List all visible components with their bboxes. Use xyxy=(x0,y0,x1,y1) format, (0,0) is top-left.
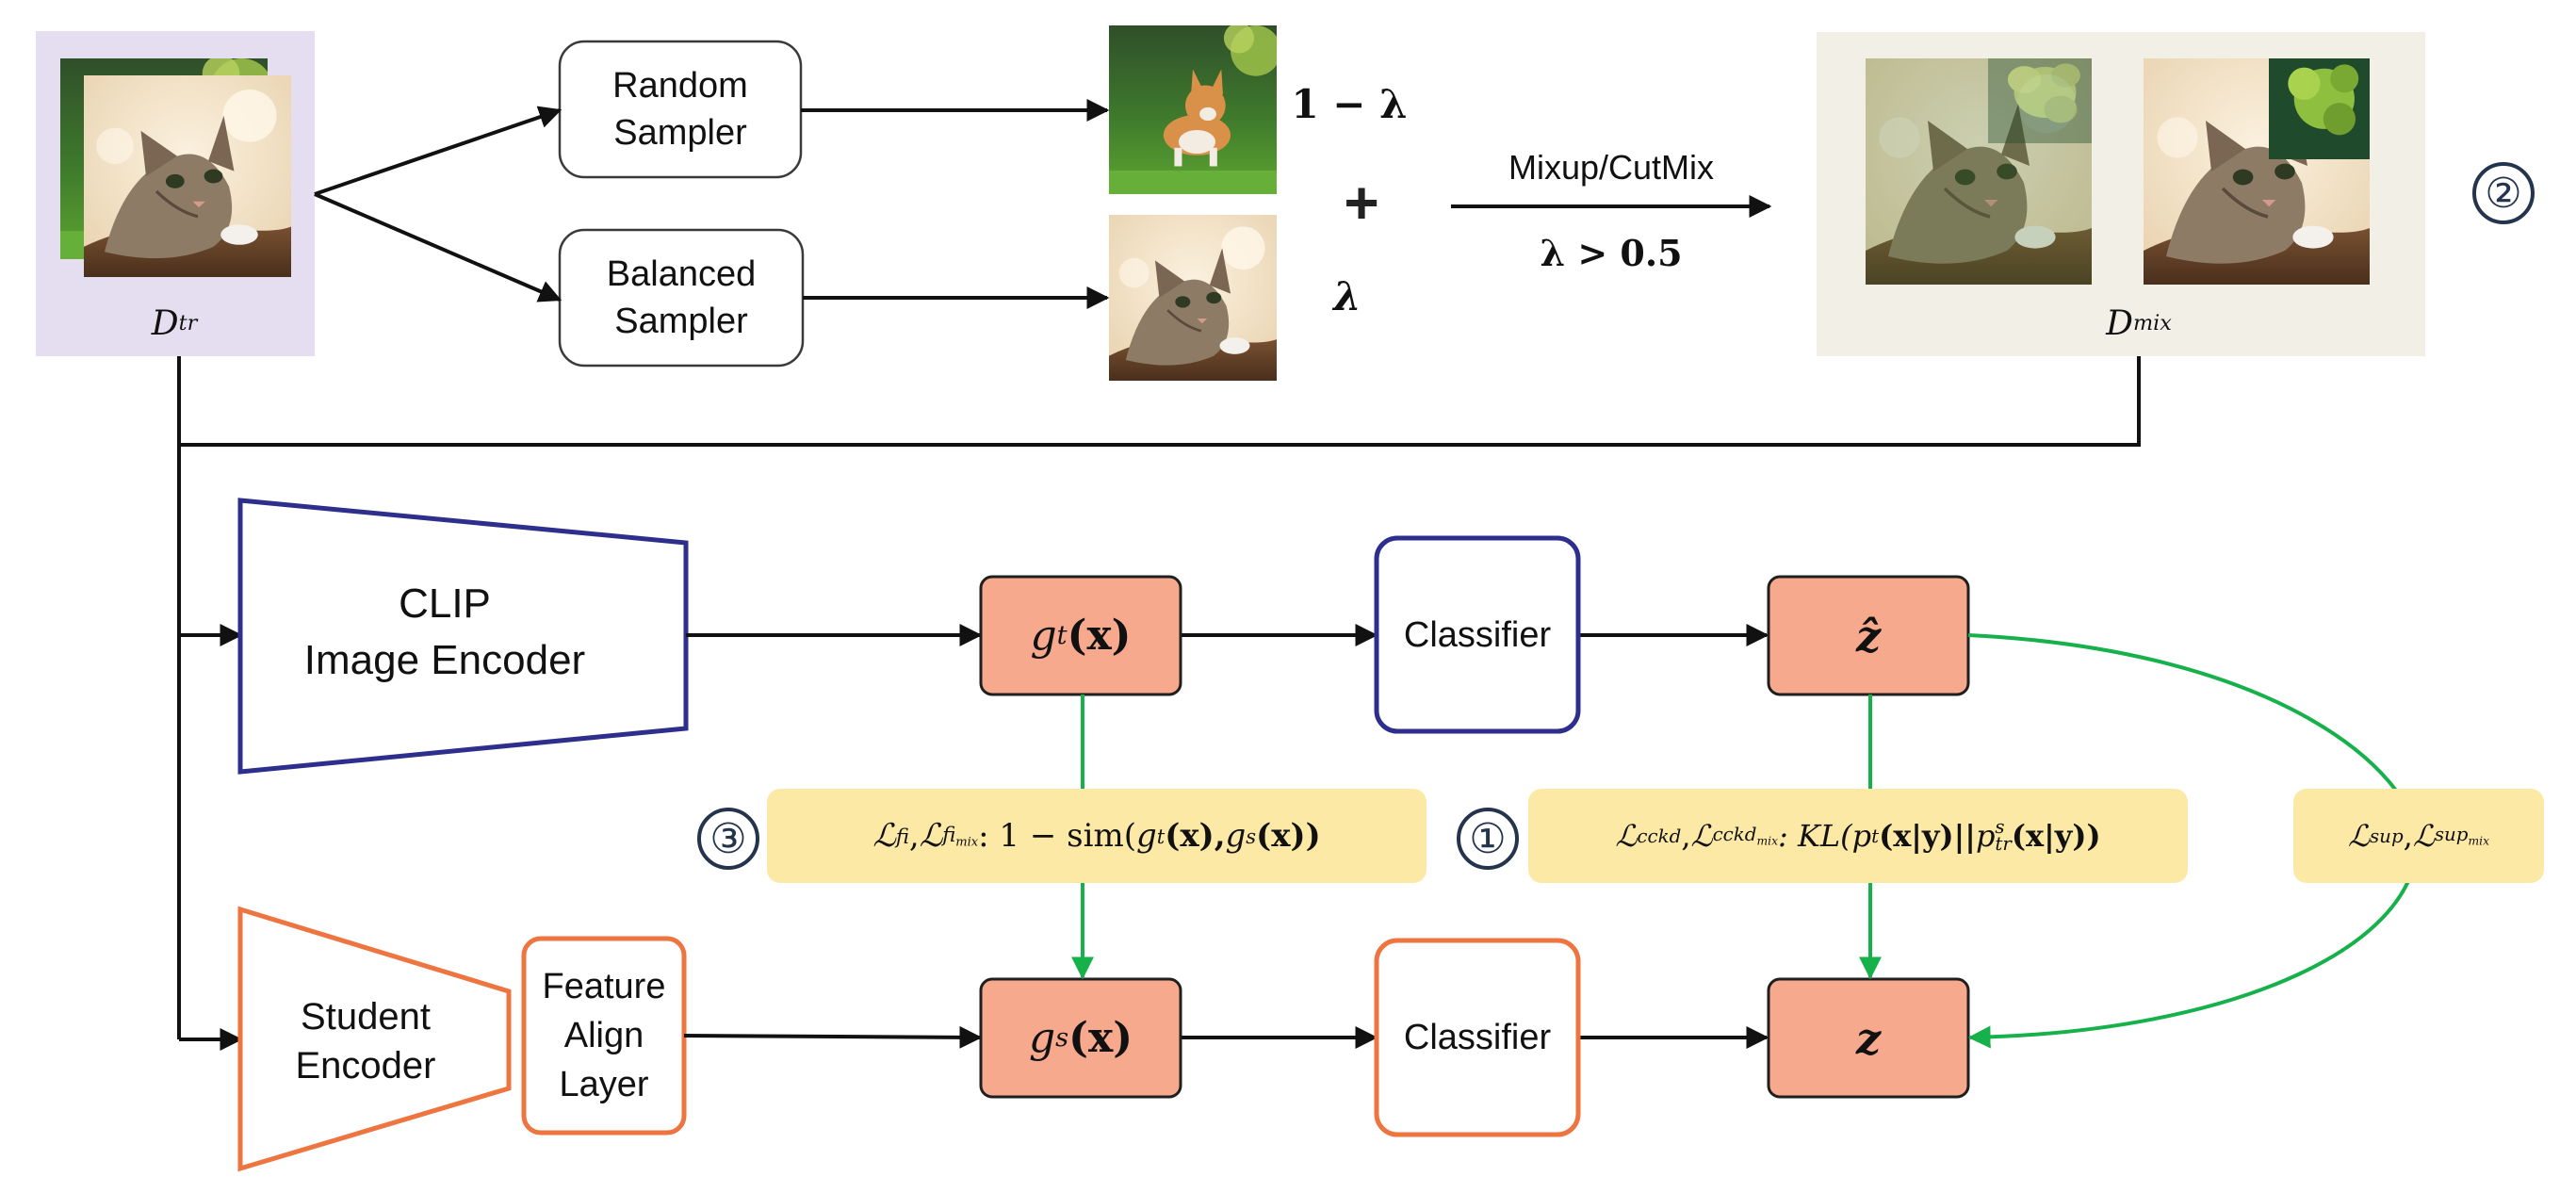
fi-mix-loss-sub-main: fi xyxy=(942,822,956,846)
fi-loss-sep: , xyxy=(908,817,920,855)
step-3-marker: ③ xyxy=(697,808,759,870)
clip-encoder-label: CLIP Image Encoder xyxy=(247,562,643,703)
teacher-feature-arg: (x) xyxy=(1067,612,1132,660)
teacher-feature-g: g xyxy=(1030,612,1057,660)
student-feature-g: g xyxy=(1028,1014,1056,1062)
cckd-mix-loss-subsub: mix xyxy=(1756,834,1779,848)
fi-loss-sub: fi xyxy=(895,824,909,848)
arrow-align-to-gs xyxy=(683,1025,983,1049)
random-sample-image xyxy=(1109,25,1277,194)
clip-encoder-line2: Image Encoder xyxy=(303,637,586,683)
cckd-loss-sep: , xyxy=(1681,818,1691,854)
fi-loss-expr-a: : 1 − sim( xyxy=(978,817,1136,855)
arrow-to-balanced-sampler xyxy=(314,192,562,302)
cckd-mix-loss-sub: cckdmix xyxy=(1713,824,1778,847)
cckd-mix-loss-sub-main: cckd xyxy=(1712,824,1757,846)
clip-encoder-shape xyxy=(237,498,689,775)
cckd-loss-ps-sub: tr xyxy=(1995,833,2012,855)
feature-align-line1: Feature xyxy=(542,967,666,1006)
feature-align-line2: Align xyxy=(563,1016,644,1055)
student-encoder-shape xyxy=(237,906,512,1172)
fi-loss-gt-sup: t xyxy=(1156,824,1166,848)
cckd-loss-pt-sup: t xyxy=(1871,825,1880,847)
mix-set-subscript: mix xyxy=(2132,311,2172,335)
data-flow-line xyxy=(179,356,2141,447)
balanced-sampler-line1: Balanced xyxy=(606,254,757,294)
one-minus-lambda-label: 1 − λ xyxy=(1291,80,1408,127)
balanced-sample-image xyxy=(1109,215,1277,381)
fi-mix-loss-sub: fimix xyxy=(942,823,978,850)
mixup-image xyxy=(1866,58,2092,285)
sup-loss-sub: sup xyxy=(2370,825,2404,847)
cckd-loss-end: (x|y)) xyxy=(2011,818,2101,854)
sup-mix-loss-subsub: mix xyxy=(2468,834,2490,848)
clip-encoder-line1: CLIP xyxy=(399,580,491,627)
student-feature-sup: s xyxy=(1055,1023,1069,1053)
fi-mix-loss-subsub: mix xyxy=(955,835,979,850)
fi-loss-gs-sup: s xyxy=(1246,824,1257,848)
mix-method-label: Mixup/CutMix xyxy=(1508,148,1715,187)
cckd-loss-expr-a: : KL( xyxy=(1778,818,1852,854)
balanced-sampler-line2: Sampler xyxy=(614,302,748,341)
teacher-logit-label: ẑ xyxy=(1855,610,1882,662)
sup-mix-loss-sub-main: sup xyxy=(2434,824,2469,846)
feature-align-line3: Layer xyxy=(559,1065,649,1104)
sup-mix-loss-symbol: ℒ xyxy=(2412,818,2435,854)
teacher-classifier-label: Classifier xyxy=(1403,614,1552,655)
student-classifier-label: Classifier xyxy=(1403,1018,1552,1057)
student-logit-label: z xyxy=(1855,1012,1882,1064)
student-classifier-box xyxy=(1374,938,1581,1137)
cckd-loss-mid: (x|y)|| xyxy=(1879,818,1976,854)
mix-condition-label: λ > 0.5 xyxy=(1540,231,1683,274)
arrow-to-random-sampler xyxy=(314,106,562,196)
student-encoder-label: Student Encoder xyxy=(262,980,469,1103)
student-encoder-line2: Encoder xyxy=(295,1045,436,1087)
train-image-cat-front xyxy=(84,75,291,277)
cutmix-image xyxy=(2144,58,2370,285)
teacher-feature-sup: t xyxy=(1056,621,1068,650)
student-feature-arg: (x) xyxy=(1068,1014,1133,1062)
step-2-marker: ② xyxy=(2472,162,2535,224)
teacher-classifier-box xyxy=(1374,535,1581,734)
lambda-label: λ xyxy=(1333,272,1361,319)
random-sampler-line2: Sampler xyxy=(613,113,747,153)
step-1-marker: ① xyxy=(1457,808,1519,870)
plus-sign: + xyxy=(1344,169,1379,237)
cckd-loss-ps-sup: s xyxy=(1995,816,2005,839)
fi-loss-x1: (x), xyxy=(1165,817,1226,855)
fi-loss-gs: g xyxy=(1225,817,1247,855)
random-sampler-line1: Random xyxy=(612,66,748,106)
cckd-loss-sub: cckd xyxy=(1637,825,1682,847)
random-sampler-label: Random Sampler xyxy=(560,41,801,177)
train-set-subscript: tr xyxy=(178,311,198,335)
student-encoder-line1: Student xyxy=(301,996,431,1038)
fi-mix-loss-symbol: ℒ xyxy=(919,817,943,855)
sup-loss-symbol: ℒ xyxy=(2347,818,2370,854)
cckd-loss-ps: p xyxy=(1975,818,1996,854)
balanced-sampler-label: Balanced Sampler xyxy=(560,230,803,366)
fi-loss-x2: (x)) xyxy=(1256,817,1321,855)
cckd-mix-loss-symbol: ℒ xyxy=(1690,818,1713,854)
sup-loss-sep: , xyxy=(2403,818,2413,854)
sup-mix-loss-sub: supmix xyxy=(2435,824,2489,847)
fi-loss-gt: g xyxy=(1136,817,1157,855)
fi-loss-symbol: ℒ xyxy=(872,817,896,855)
mix-set-symbol: D xyxy=(2106,303,2133,343)
cckd-loss-pt: p xyxy=(1851,818,1872,854)
cckd-loss-symbol: ℒ xyxy=(1615,818,1638,854)
train-set-symbol: D xyxy=(151,303,179,343)
feature-align-label: Feature Align Layer xyxy=(524,939,684,1133)
